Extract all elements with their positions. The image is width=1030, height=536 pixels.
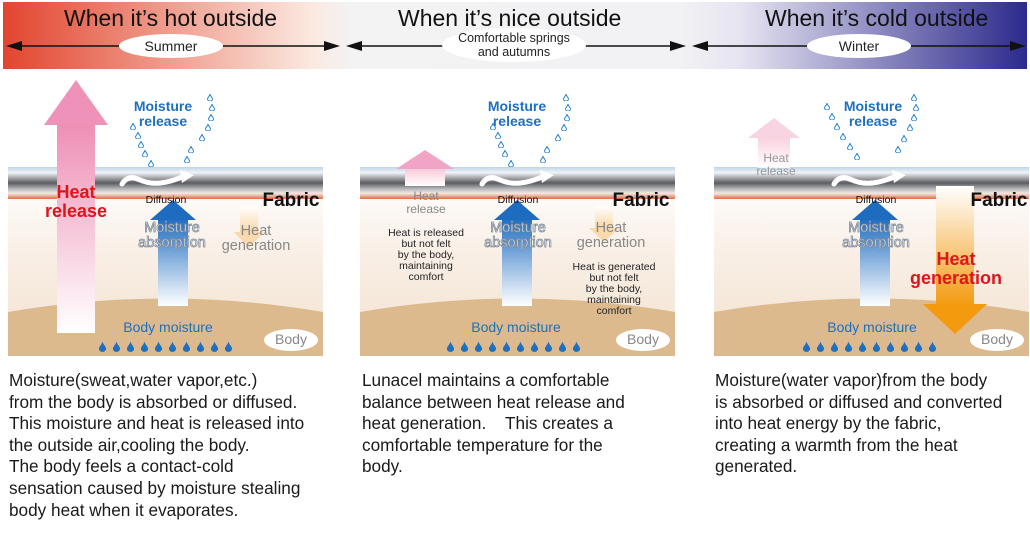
fabric-label: Fabric	[262, 190, 320, 211]
moisture-absorption-arrow	[150, 200, 196, 306]
hot-description: Moisture(sweat,water vapor,etc.)from the…	[9, 370, 305, 520]
diffusion-label: Diffusion	[497, 194, 539, 206]
heat-generation-arrow	[589, 206, 619, 242]
cold-title: When it’s cold outside	[765, 5, 989, 31]
panel-nice-graphic	[360, 80, 675, 356]
heat-release-arrow	[396, 150, 454, 186]
panel-hot-graphic	[8, 80, 323, 356]
nice-title: When it’s nice outside	[398, 5, 622, 31]
heat-release-arrow	[44, 80, 108, 333]
diffusion-swoosh	[831, 173, 899, 187]
season-banner	[3, 2, 1027, 69]
body-label: Body	[981, 331, 1013, 347]
body-moisture-label: Body moisture	[123, 319, 213, 335]
body-moisture-label: Body moisture	[471, 319, 561, 335]
body-label: Body	[275, 331, 307, 347]
fabric-label: Fabric	[970, 190, 1028, 211]
moisture-absorption-arrow	[852, 200, 898, 306]
diffusion-label: Diffusion	[145, 194, 187, 206]
winter-label: Winter	[838, 38, 880, 54]
fabric-label: Fabric	[612, 190, 670, 211]
heat-generation-arrow	[234, 206, 264, 248]
diffusion-label: Diffusion	[855, 194, 897, 206]
heat-generation-arrow	[923, 186, 987, 334]
diffusion-swoosh	[479, 173, 547, 187]
diffusion-swoosh	[119, 173, 187, 187]
heat-release-arrow	[748, 118, 800, 168]
body-moisture-label: Body moisture	[827, 319, 917, 335]
moisture-absorption-arrow	[494, 200, 540, 306]
body-label: Body	[627, 331, 659, 347]
panel-cold-graphic	[714, 80, 1029, 356]
summer-label: Summer	[144, 38, 198, 54]
nice-label-line1: Comfortable springs	[458, 31, 570, 45]
hot-title: When it’s hot outside	[64, 5, 278, 31]
nice-label-line2: and autumns	[477, 45, 551, 59]
